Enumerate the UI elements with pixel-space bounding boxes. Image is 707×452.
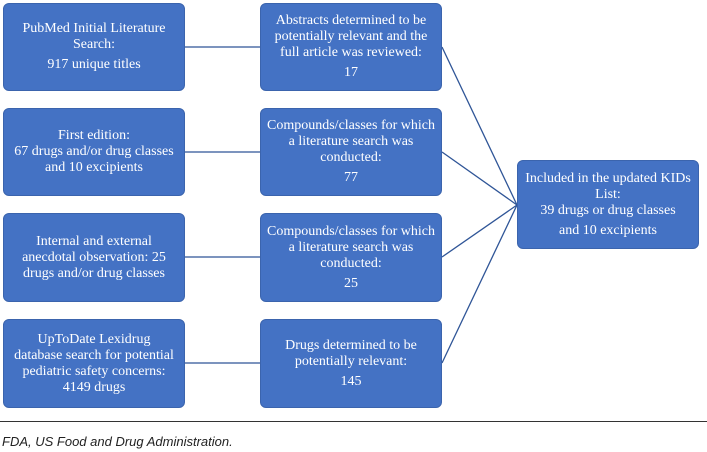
anecdotal-observation-box: Internal and external anecdotal observat…: [3, 213, 185, 302]
literature-search-box-anecdotal: Compounds/classes for which a literature…: [260, 213, 442, 302]
box-text-line: pediatric safety concerns:: [22, 363, 166, 379]
first-edition-box: First edition: 67 drugs and/or drug clas…: [3, 108, 185, 196]
box-text-line: potentially relevant:: [294, 353, 408, 369]
box-text-line: database search for potential: [14, 347, 174, 363]
box-text-line: Compounds/classes for which: [267, 118, 435, 133]
box-count: and 10 excipients: [559, 222, 657, 238]
box-text-line: a literature search was: [288, 239, 414, 255]
box-text-line: Search:: [73, 37, 115, 52]
box-text-line: 4149 drugs: [62, 379, 126, 395]
box-text-line: potentially relevant and the: [274, 29, 428, 44]
box-text-line: Included in the updated KIDs: [525, 170, 691, 186]
box-text-line: anecdotal observation: 25: [22, 249, 166, 265]
pubmed-search-box: PubMed Initial Literature Search: 917 un…: [3, 3, 185, 91]
box-text-line: First edition:: [58, 128, 130, 143]
box-text-line: full article was reviewed:: [280, 45, 422, 60]
footnote: FDA, US Food and Drug Administration.: [2, 434, 233, 449]
box-count: 17: [344, 65, 358, 80]
connector-m3-result: [441, 204, 518, 258]
box-text-line: a literature search was: [288, 134, 414, 149]
box-count: 145: [340, 373, 362, 389]
box-count: 917 unique titles: [47, 57, 141, 72]
box-text-line: 39 drugs or drug classes: [540, 202, 676, 218]
updated-kids-list-box: Included in the updated KIDs List: 39 dr…: [517, 160, 699, 249]
box-text-line: 67 drugs and/or drug classes: [14, 144, 174, 159]
box-text-line: Internal and external: [36, 233, 152, 249]
box-text-line: and 10 excipients: [45, 160, 143, 175]
lexidrug-search-box: UpToDate Lexidrug database search for po…: [3, 319, 185, 408]
box-text-line: drugs and/or drug classes: [23, 265, 165, 281]
box-text-line: Abstracts determined to be: [275, 13, 427, 28]
connector-m1-result: [441, 46, 518, 206]
literature-search-box-first-edition: Compounds/classes for which a literature…: [260, 108, 442, 196]
connector-m4-result: [441, 204, 518, 364]
connector-m2-result: [441, 151, 518, 206]
box-count: 25: [344, 275, 358, 291]
box-text-line: conducted:: [320, 150, 382, 165]
footnote-divider: [0, 421, 707, 422]
box-text-line: Drugs determined to be: [285, 337, 417, 353]
box-text-line: conducted:: [320, 255, 382, 271]
abstracts-reviewed-box: Abstracts determined to be potentially r…: [260, 3, 442, 91]
box-text-line: Compounds/classes for which: [267, 223, 435, 239]
box-text-line: UpToDate Lexidrug: [37, 331, 151, 347]
box-text-line: List:: [595, 186, 621, 202]
box-count: 77: [344, 170, 358, 185]
box-text-line: PubMed Initial Literature: [22, 21, 166, 36]
potentially-relevant-drugs-box: Drugs determined to be potentially relev…: [260, 319, 442, 408]
